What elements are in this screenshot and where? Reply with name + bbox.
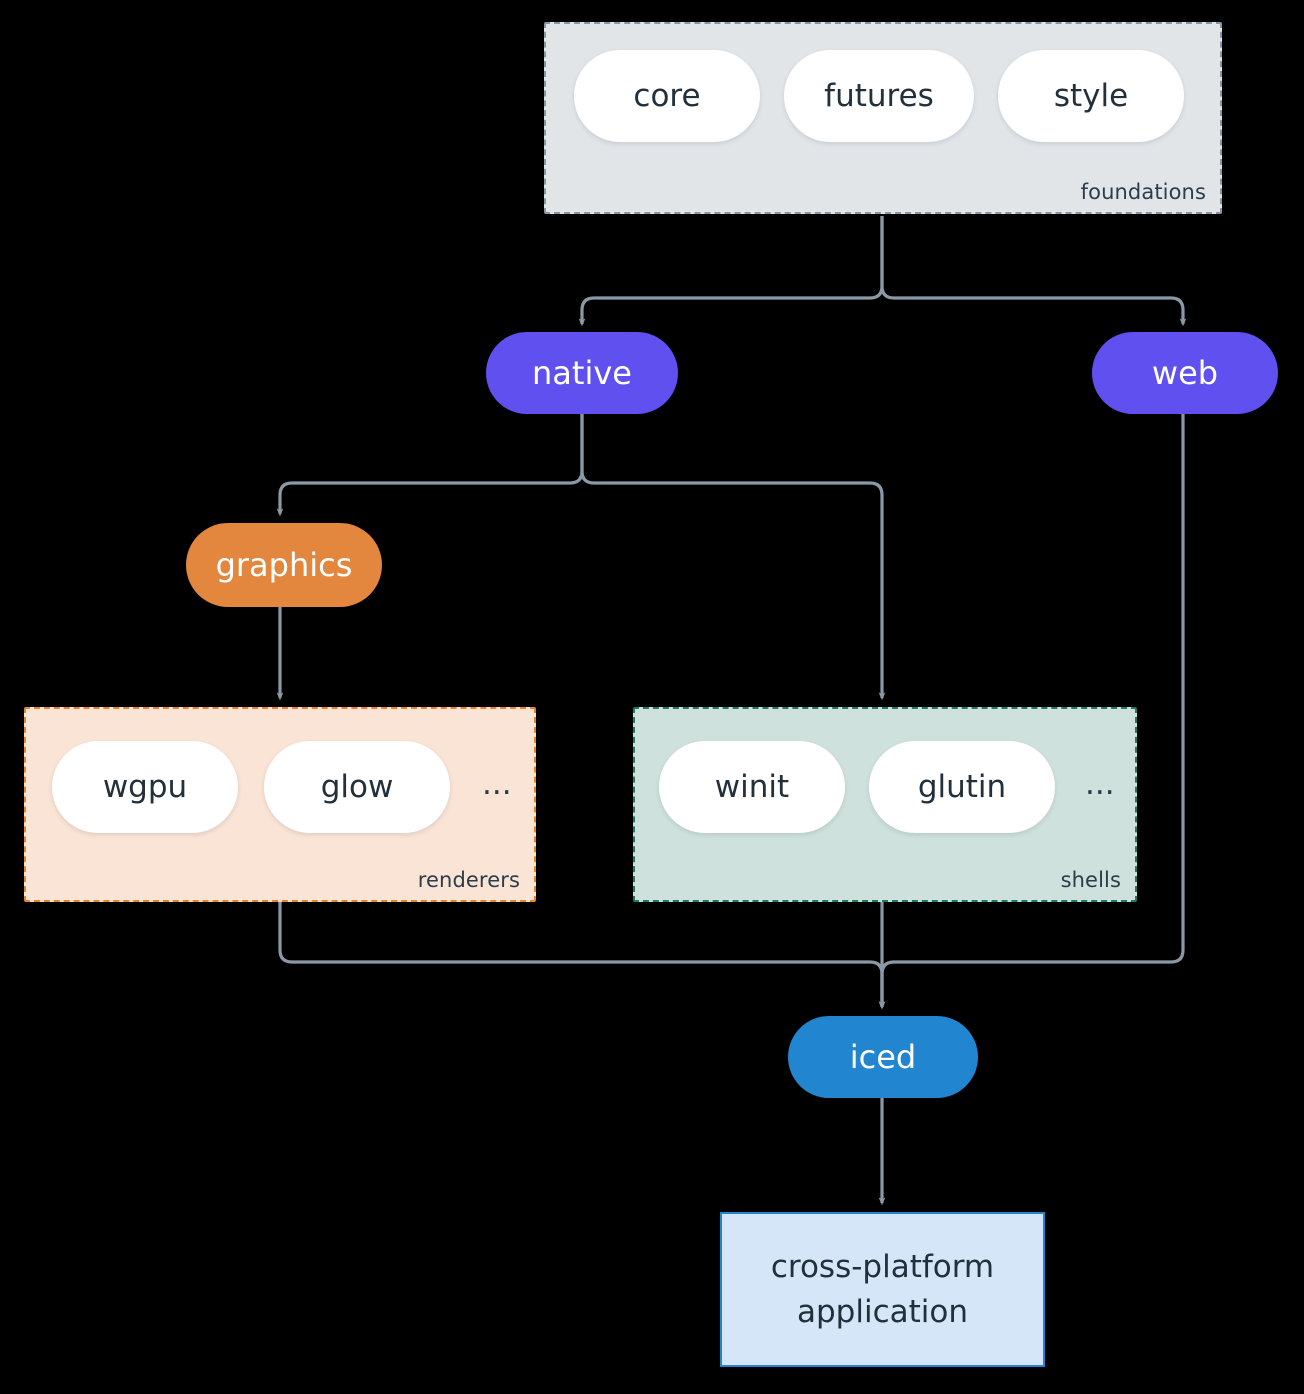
node-graphics[interactable]: graphics xyxy=(186,523,382,607)
chip-wgpu[interactable]: wgpu xyxy=(52,741,238,833)
chip-futures[interactable]: futures xyxy=(784,50,974,142)
group-foundations[interactable]: core futures style foundations xyxy=(544,22,1222,214)
chip-winit[interactable]: winit xyxy=(659,741,845,833)
node-web-label: web xyxy=(1151,354,1219,392)
group-label-shells: shells xyxy=(1060,868,1121,892)
node-web[interactable]: web xyxy=(1092,332,1278,414)
chip-glow[interactable]: glow xyxy=(264,741,450,833)
foundations-chip-row: core futures style xyxy=(574,50,1184,142)
node-iced[interactable]: iced xyxy=(788,1016,978,1098)
application-label-line1: cross-platform xyxy=(770,1249,995,1286)
application-label-line2: application xyxy=(797,1293,968,1330)
shells-ellipsis: ... xyxy=(1085,765,1115,802)
node-native-label: native xyxy=(532,354,632,392)
chip-style[interactable]: style xyxy=(998,50,1184,142)
group-renderers[interactable]: wgpu glow ... renderers xyxy=(24,707,536,902)
group-label-foundations: foundations xyxy=(1080,180,1206,204)
node-graphics-label: graphics xyxy=(215,546,353,584)
chip-glutin[interactable]: glutin xyxy=(869,741,1055,833)
group-shells[interactable]: winit glutin ... shells xyxy=(633,707,1137,902)
chip-core[interactable]: core xyxy=(574,50,760,142)
shells-chip-row: winit glutin ... xyxy=(659,741,1121,833)
group-label-renderers: renderers xyxy=(417,868,520,892)
node-cross-platform-application[interactable]: cross-platform application xyxy=(720,1212,1045,1367)
node-iced-label: iced xyxy=(849,1038,917,1076)
node-native[interactable]: native xyxy=(486,332,678,414)
renderers-chip-row: wgpu glow ... xyxy=(52,741,518,833)
renderers-ellipsis: ... xyxy=(482,765,512,802)
